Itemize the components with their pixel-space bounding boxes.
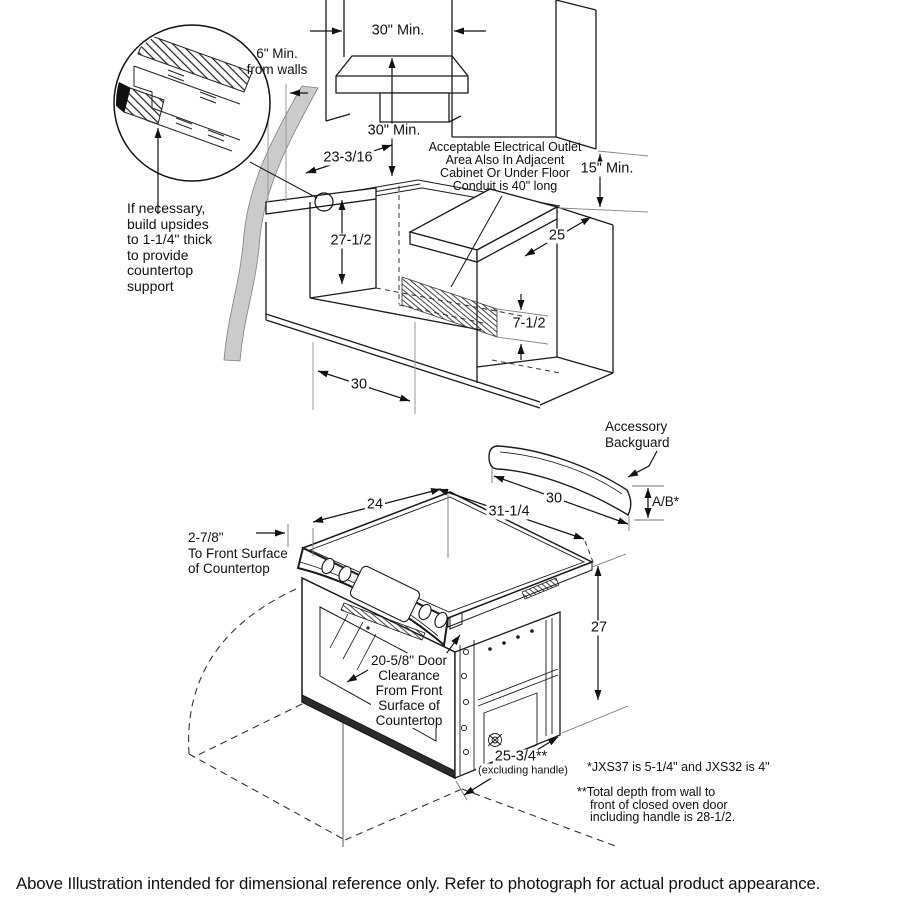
caption: Above Illustration intended for dimensio… xyxy=(16,874,821,893)
dim-backguard-height: A/B* xyxy=(652,494,680,509)
dim-body-depth-qualifier: (excluding handle) xyxy=(476,763,570,779)
dim-cutout-width: 30 xyxy=(348,376,370,393)
dim-outlet-zone-height: 7-1/2 xyxy=(510,315,548,332)
dim-overall-width: 31-1/4 xyxy=(486,503,532,520)
dim-wall-clearance: 6" Min. from walls xyxy=(246,46,308,77)
countertop-support-note: If necessary, build upsides to 1-1/4" th… xyxy=(127,200,213,294)
dim-cutout-depth: 27-1/2 xyxy=(328,232,374,249)
dim-body-height: 27 xyxy=(588,619,610,636)
footnote-total-depth: **Total depth from wall to front of clos… xyxy=(577,785,736,824)
outlet-note: Acceptable Electrical Outlet Area Also I… xyxy=(428,140,582,193)
footnote-models: *JXS37 is 5-1/4" and JXS32 is 4" xyxy=(587,760,770,774)
dim-countertop-to-cabinet: 15" Min. xyxy=(578,160,636,177)
door-clearance-note: 20-5/8" Door Clearance From Front Surfac… xyxy=(370,653,448,728)
backguard-label: Accessory Backguard xyxy=(605,419,670,450)
dim-body-depth: 25-3/4** xyxy=(492,748,550,765)
dim-cutout-back-depth: 23-3/16 xyxy=(321,149,375,166)
dim-counter-depth: 25 xyxy=(546,227,568,244)
overhang-note: 2-7/8" To Front Surface of Countertop xyxy=(188,530,288,576)
dim-upper-cabinet-width: 30" Min. xyxy=(371,22,425,39)
dim-hood-clearance: 30" Min. xyxy=(365,122,423,139)
dim-cooktop-depth: 24 xyxy=(364,496,386,513)
dim-backguard-width: 30 xyxy=(543,490,565,507)
